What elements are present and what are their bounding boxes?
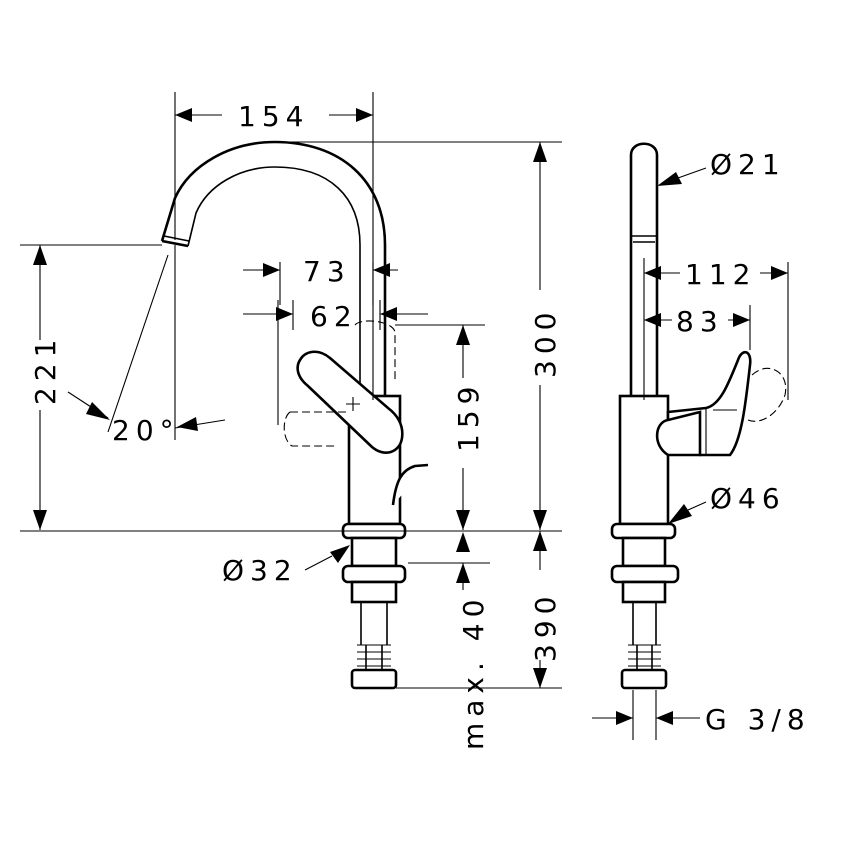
front-hose-fitting bbox=[350, 668, 398, 690]
dim-221-label: 221 bbox=[29, 334, 62, 405]
front-center-mark bbox=[346, 397, 360, 411]
side-lever-detail bbox=[705, 408, 737, 455]
front-lever bbox=[296, 350, 404, 454]
side-lever-neck bbox=[655, 410, 702, 457]
front-lower-shank bbox=[350, 580, 398, 604]
dim-62-label: 62 bbox=[310, 300, 358, 333]
dim-112-label: 112 bbox=[685, 258, 756, 291]
side-base-ring bbox=[610, 522, 677, 540]
front-pop-up-rod bbox=[391, 463, 429, 506]
side-dimensions: Ø21 112 83 Ø46 G 3/8 bbox=[592, 148, 811, 740]
front-spout-tip bbox=[161, 239, 189, 248]
side-hoses bbox=[632, 602, 657, 670]
dim-154-label: 154 bbox=[238, 100, 309, 133]
side-hose-fitting bbox=[620, 668, 668, 690]
front-view bbox=[160, 140, 429, 690]
dim-159-label: 159 bbox=[452, 381, 485, 452]
dim-diameter-21-label: Ø21 bbox=[710, 148, 786, 181]
side-lock-nut bbox=[610, 564, 680, 584]
side-shank bbox=[621, 536, 667, 568]
side-lower-shank bbox=[621, 580, 667, 604]
dim-73-label: 73 bbox=[303, 255, 351, 288]
side-hose-braid bbox=[628, 644, 661, 667]
dim-390-label: 390 bbox=[529, 591, 562, 662]
front-aerator bbox=[163, 235, 190, 242]
dim-83-label: 83 bbox=[676, 305, 724, 338]
dim-max-40-label: max. 40 bbox=[457, 594, 490, 750]
dim-diameter-32-label: Ø32 bbox=[222, 554, 298, 587]
front-lever-ghost bbox=[283, 320, 396, 447]
side-lever-ghost bbox=[747, 367, 787, 422]
front-dimensions: 154 300 221 73 62 159 20° bbox=[20, 92, 562, 750]
side-aerator-line bbox=[631, 235, 657, 243]
front-hoses bbox=[360, 602, 388, 670]
front-spout-inner bbox=[187, 166, 361, 395]
side-view bbox=[610, 142, 787, 690]
front-lock-nut bbox=[341, 564, 407, 584]
dim-thread-label: G 3/8 bbox=[705, 703, 811, 736]
dim-300-label: 300 bbox=[529, 307, 562, 378]
front-hose-braid bbox=[357, 644, 391, 667]
front-shank bbox=[350, 536, 398, 568]
dim-20deg-label: 20° bbox=[112, 414, 180, 447]
dim-diameter-46-label: Ø46 bbox=[710, 482, 786, 515]
side-body bbox=[618, 394, 670, 526]
